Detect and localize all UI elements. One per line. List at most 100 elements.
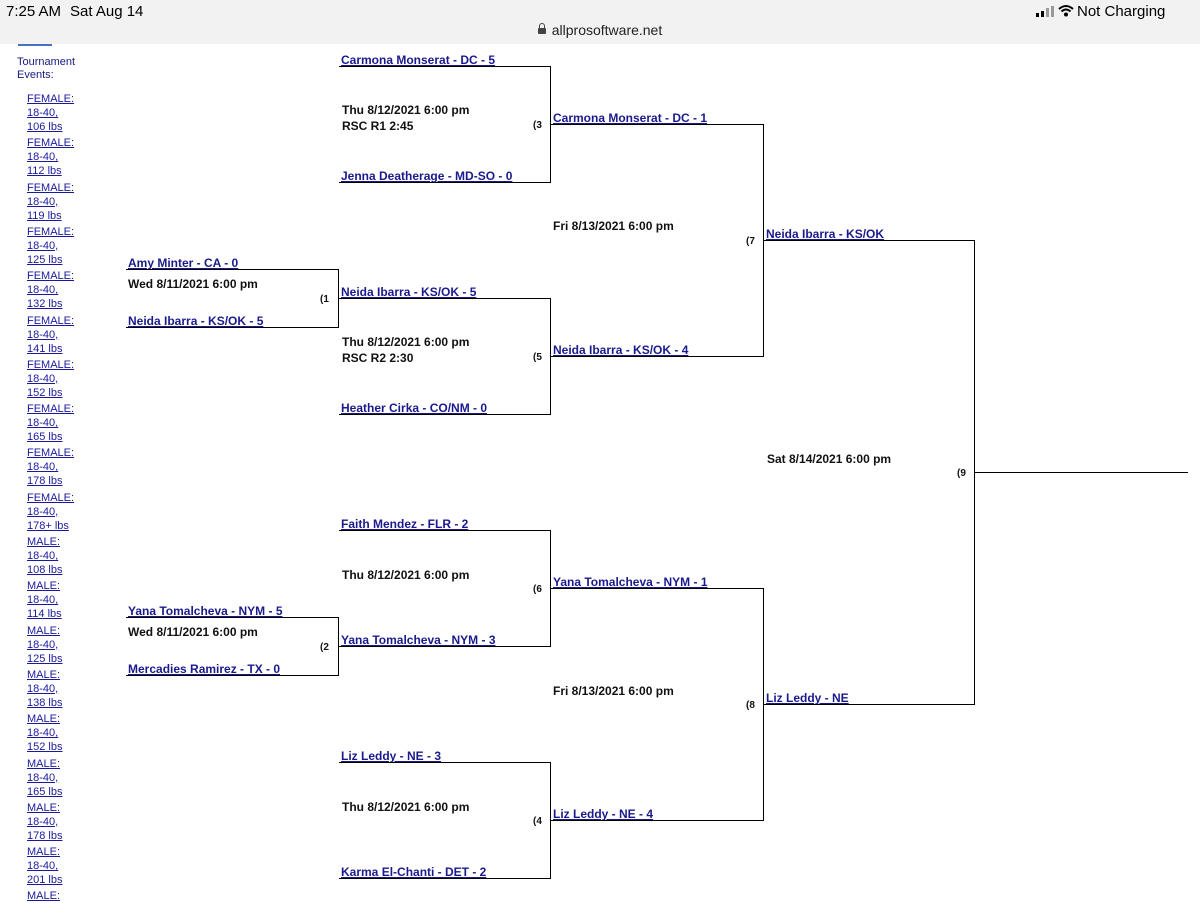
bracket-line bbox=[338, 617, 339, 676]
m4-top-competitor[interactable]: Liz Leddy - NE - 3 bbox=[341, 749, 442, 763]
m4-number: (4 bbox=[533, 816, 542, 827]
status-bar: 7:25 AM Sat Aug 14 allprosoftware.net No… bbox=[0, 0, 1200, 44]
m1-time: Wed 8/11/2021 6:00 pm bbox=[128, 277, 258, 291]
sidebar-event-line: 201 lbs bbox=[27, 874, 63, 887]
sidebar-event-link[interactable]: FEMALE:18-40,125 lbs bbox=[27, 225, 97, 267]
sidebar-event-line: MALE: bbox=[27, 580, 61, 593]
sidebar-event-link[interactable]: FEMALE:18-40,141 lbs bbox=[27, 314, 97, 356]
sidebar-event-line: MALE: bbox=[27, 536, 61, 548]
bracket-line bbox=[338, 269, 339, 328]
m8-top-competitor[interactable]: Yana Tomalcheva - NYM - 1 bbox=[553, 575, 708, 589]
m5-bottom-competitor[interactable]: Heather Cirka - CO/NM - 0 bbox=[341, 401, 488, 415]
bracket-line bbox=[550, 762, 551, 879]
sidebar-event-line: 18-40, bbox=[27, 815, 59, 828]
sidebar-event-line: 178 lbs bbox=[27, 829, 63, 842]
sidebar-event-line: 18-40, bbox=[27, 107, 59, 119]
bracket-line bbox=[550, 298, 551, 415]
sidebar-event-line: 165 lbs bbox=[27, 785, 63, 798]
m3-time: Thu 8/12/2021 6:00 pm bbox=[342, 103, 470, 117]
bracket-line bbox=[339, 646, 551, 647]
sidebar-event-line: 108 lbs bbox=[27, 564, 63, 576]
m5-top-competitor[interactable]: Neida Ibarra - KS/OK - 5 bbox=[341, 285, 477, 299]
address-bar[interactable]: allprosoftware.net bbox=[0, 22, 1200, 38]
sidebar-event-link[interactable]: FEMALE:18-40,178 lbs bbox=[27, 446, 97, 488]
sidebar-event-link[interactable]: FEMALE:18-40,178+ lbs bbox=[27, 491, 97, 533]
sidebar-event-link[interactable]: MALE:18-40,114 lbs bbox=[27, 579, 97, 621]
m7-top-competitor[interactable]: Carmona Monserat - DC - 1 bbox=[553, 111, 708, 125]
bracket-line bbox=[339, 414, 551, 415]
sidebar-event-line: 152 lbs bbox=[27, 386, 63, 399]
m1-top-competitor[interactable]: Amy Minter - CA - 0 bbox=[128, 256, 239, 270]
bracket-line bbox=[764, 240, 975, 241]
bracket-line bbox=[126, 617, 339, 618]
m7-number: (7 bbox=[746, 236, 755, 247]
sidebar-event-line: 119 lbs bbox=[27, 209, 62, 222]
m1-number: (1 bbox=[320, 294, 329, 305]
sidebar-event-line: 18-40, bbox=[27, 195, 59, 208]
sidebar-event-line: 18-40, bbox=[27, 682, 59, 695]
sidebar-event-line: 125 lbs bbox=[27, 652, 63, 665]
m3-result: RSC R1 2:45 bbox=[342, 119, 414, 133]
m2-bottom-competitor[interactable]: Mercadies Ramirez - TX - 0 bbox=[128, 662, 281, 676]
sidebar-event-line: 18-40, bbox=[27, 461, 59, 474]
sidebar-event-link[interactable]: FEMALE:18-40,119 lbs bbox=[27, 181, 97, 223]
sidebar-event-line: 132 lbs bbox=[27, 298, 63, 311]
m5-time: Thu 8/12/2021 6:00 pm bbox=[342, 335, 470, 349]
sidebar-event-link[interactable]: MALE:18-40,125 lbs bbox=[27, 624, 97, 666]
wifi-icon bbox=[1058, 5, 1074, 17]
sidebar-event-link[interactable]: FEMALE:18-40,132 lbs bbox=[27, 269, 97, 311]
bracket-line bbox=[763, 124, 764, 357]
m4-bottom-competitor[interactable]: Karma El-Chanti - DET - 2 bbox=[341, 865, 487, 879]
sidebar-event-link[interactable]: FEMALE:18-40,152 lbs bbox=[27, 358, 97, 400]
m7-bottom-competitor[interactable]: Neida Ibarra - KS/OK - 4 bbox=[553, 343, 689, 357]
m9-top-competitor[interactable]: Neida Ibarra - KS/OK bbox=[766, 227, 885, 241]
bracket-line bbox=[551, 588, 764, 589]
champion-line bbox=[974, 472, 1188, 473]
sidebar-event-line: FEMALE: bbox=[27, 447, 75, 460]
sidebar-event-line: 18-40, bbox=[27, 328, 59, 341]
sidebar-event-link[interactable]: MALE:18-40,201 lbs bbox=[27, 845, 97, 887]
bracket-line bbox=[339, 762, 551, 763]
m8-number: (8 bbox=[746, 700, 755, 711]
m2-top-competitor[interactable]: Yana Tomalcheva - NYM - 5 bbox=[128, 604, 283, 618]
sidebar-event-line: 178 lbs bbox=[27, 475, 63, 488]
m6-bottom-competitor[interactable]: Yana Tomalcheva - NYM - 3 bbox=[341, 633, 496, 647]
m3-bottom-competitor[interactable]: Jenna Deatherage - MD-SO - 0 bbox=[341, 169, 513, 183]
sidebar-event-line: FEMALE: bbox=[27, 270, 75, 283]
sidebar-event-link[interactable]: FEMALE:18-40,112 lbs bbox=[27, 136, 97, 178]
sidebar-event-line: 18-40, bbox=[27, 727, 59, 740]
bracket-line bbox=[339, 298, 551, 299]
signal-icon bbox=[1036, 6, 1056, 17]
m9-number: (9 bbox=[957, 468, 966, 479]
m3-top-competitor[interactable]: Carmona Monserat - DC - 5 bbox=[341, 53, 496, 67]
m6-number: (6 bbox=[533, 584, 542, 595]
sidebar-event-line: 106 lbs bbox=[27, 121, 63, 133]
bracket-line bbox=[550, 66, 551, 183]
bracket-line bbox=[126, 675, 339, 676]
sidebar-event-link[interactable]: MALE:18-40,152 lbs bbox=[27, 712, 97, 754]
sidebar-event-line: 125 lbs bbox=[27, 253, 63, 266]
m5-number: (5 bbox=[533, 352, 542, 363]
sidebar-top-link[interactable] bbox=[18, 44, 52, 46]
sidebar-event-link[interactable]: FEMALE:18-40,165 lbs bbox=[27, 402, 97, 444]
m8-bottom-competitor[interactable]: Liz Leddy - NE - 4 bbox=[553, 807, 654, 821]
sidebar-heading: Tournament Events: bbox=[17, 56, 76, 81]
sidebar-event-link[interactable]: FEMALE:18-40,106 lbs bbox=[27, 92, 97, 134]
sidebar-event-link[interactable]: MALE:18-40,165 lbs bbox=[27, 757, 97, 799]
sidebar-event-line: 18-40, bbox=[27, 151, 59, 164]
m9-bottom-competitor[interactable]: Liz Leddy - NE bbox=[766, 691, 849, 705]
m1-bottom-competitor[interactable]: Neida Ibarra - KS/OK - 5 bbox=[128, 314, 264, 328]
sidebar-event-line: FEMALE: bbox=[27, 314, 75, 327]
bracket-line bbox=[339, 182, 551, 183]
m6-top-competitor[interactable]: Faith Mendez - FLR - 2 bbox=[341, 517, 469, 531]
sidebar-event-link[interactable]: MALE: bbox=[27, 889, 97, 903]
m9-time: Sat 8/14/2021 6:00 pm bbox=[767, 452, 892, 466]
sidebar-event-line: MALE: bbox=[27, 801, 61, 814]
m8-time: Fri 8/13/2021 6:00 pm bbox=[553, 684, 674, 698]
m6-time: Thu 8/12/2021 6:00 pm bbox=[342, 568, 470, 582]
bracket-line bbox=[550, 530, 551, 647]
m5-result: RSC R2 2:30 bbox=[342, 351, 414, 365]
sidebar-event-link[interactable]: MALE:18-40,138 lbs bbox=[27, 668, 97, 710]
sidebar-event-link[interactable]: MALE:18-40,178 lbs bbox=[27, 801, 97, 843]
sidebar-event-link[interactable]: MALE:18-40,108 lbs bbox=[27, 535, 97, 577]
